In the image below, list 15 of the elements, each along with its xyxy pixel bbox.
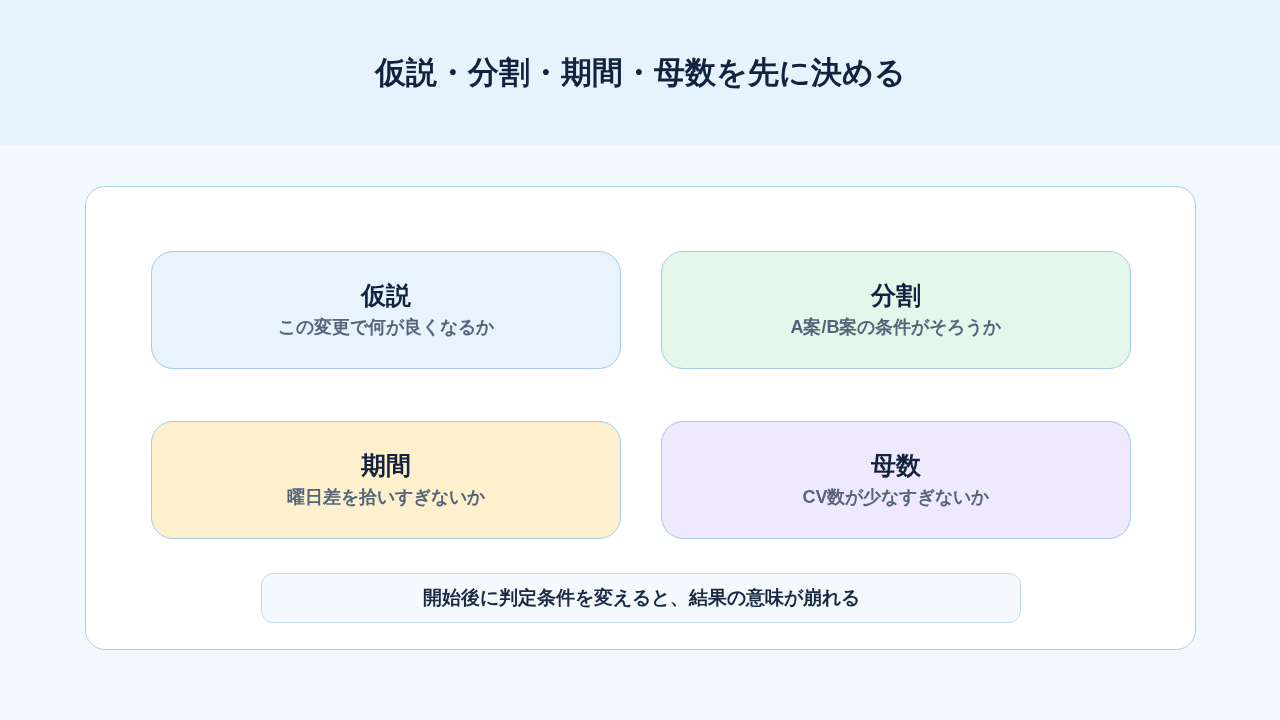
card-text: 曜日差を拾いすぎないか (287, 486, 485, 509)
card-heading: 期間 (361, 450, 411, 481)
card (661, 421, 1131, 539)
card-text: A案/B案の条件がそろうか (790, 316, 1002, 339)
card (661, 251, 1131, 369)
card-text: CV数が少なすぎないか (802, 486, 990, 509)
card-heading: 分割 (871, 280, 921, 311)
note-box: 開始後に判定条件を変えると、結果の意味が崩れる (261, 573, 1021, 623)
card-heading: 母数 (871, 450, 921, 481)
card (151, 251, 621, 369)
title: 仮説・分割・期間・母数を先に決める (374, 55, 906, 90)
card-text: この変更で何が良くなるか (278, 316, 494, 339)
card-heading: 仮説 (361, 280, 411, 311)
card (151, 421, 621, 539)
panel (85, 186, 1196, 650)
